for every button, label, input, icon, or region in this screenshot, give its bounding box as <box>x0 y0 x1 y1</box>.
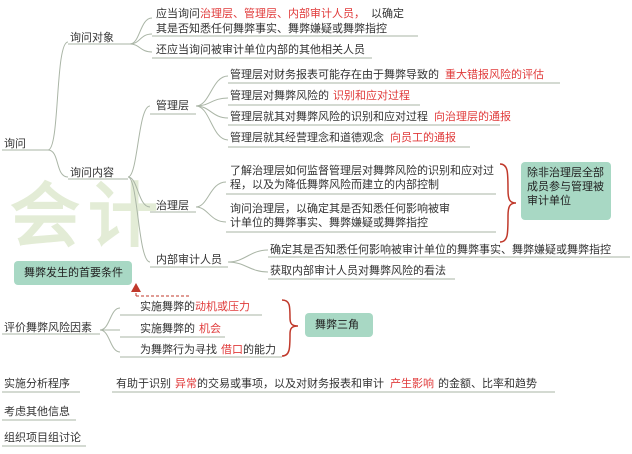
management-item-1: 管理层对财务报表可能存在由于舞弊导致的重大错报风险的评估 <box>230 68 544 81</box>
root-label: 询问 <box>4 137 26 150</box>
internal-audit-item-1: 确定其是否知悉任何影响被审计单位的舞弊事实、舞弊嫌疑或舞弊指控 <box>270 243 611 256</box>
analytical-label: 实施分析程序 <box>4 377 70 390</box>
risk-item-1: 实施舞弊的动机或压力 <box>140 300 250 313</box>
fraud-triangle-box: 舞弊三角 <box>305 313 373 337</box>
governance-note-box: 除非治理层全部成员参与管理被审计单位 <box>521 162 611 220</box>
target-item-1-cont: 其是否知悉任何舞弊事实、舞弊嫌疑或舞弊指控 <box>156 22 387 35</box>
risk-factors-label: 评价舞弊风险因素 <box>4 321 92 334</box>
other-info-label: 考虑其他信息 <box>4 405 70 418</box>
management-item-3: 管理层就其对舞弊风险的识别和应对过程向治理层的通报 <box>230 110 511 123</box>
governance-item-1: 了解治理层如何监督管理层对舞弊风险的识别和应对过程，以及为降低舞弊风险而建立的内… <box>230 164 494 191</box>
target-item-2: 还应当询问被审计单位内部的其他相关人员 <box>156 43 365 56</box>
analytical-text: 有助于识别异常的交易或事项，以及对财务报表和审计产生影响的金额、比率和趋势 <box>116 377 537 390</box>
management-item-4: 管理层就其经营理念和道德观念向员工的通报 <box>230 131 456 144</box>
first-condition-box: 舞弊发生的首要条件 <box>14 261 132 285</box>
inquiry-target-label: 询问对象 <box>70 31 114 44</box>
internal-audit-item-2: 获取内部审计人员对舞弊风险的看法 <box>270 264 446 277</box>
risk-item-3: 为舞弊行为寻找借口的能力 <box>140 343 276 356</box>
target-item-1: 应当询问治理层、管理层、内部审计人员，以确定 <box>156 7 404 20</box>
management-item-2: 管理层对舞弊风险的识别和应对过程 <box>230 89 410 102</box>
internal-audit-label: 内部审计人员 <box>156 253 222 266</box>
governance-label: 治理层 <box>156 199 189 212</box>
governance-item-2: 询问治理层，以确定其是否知悉任何影响被审计单位的舞弊事实、舞弊嫌疑或舞弊指控 <box>230 202 450 229</box>
management-label: 管理层 <box>156 99 189 112</box>
team-discussion-label: 组织项目组讨论 <box>4 431 81 444</box>
inquiry-content-label: 询问内容 <box>70 166 114 179</box>
risk-item-2: 实施舞弊的机会 <box>140 322 221 335</box>
